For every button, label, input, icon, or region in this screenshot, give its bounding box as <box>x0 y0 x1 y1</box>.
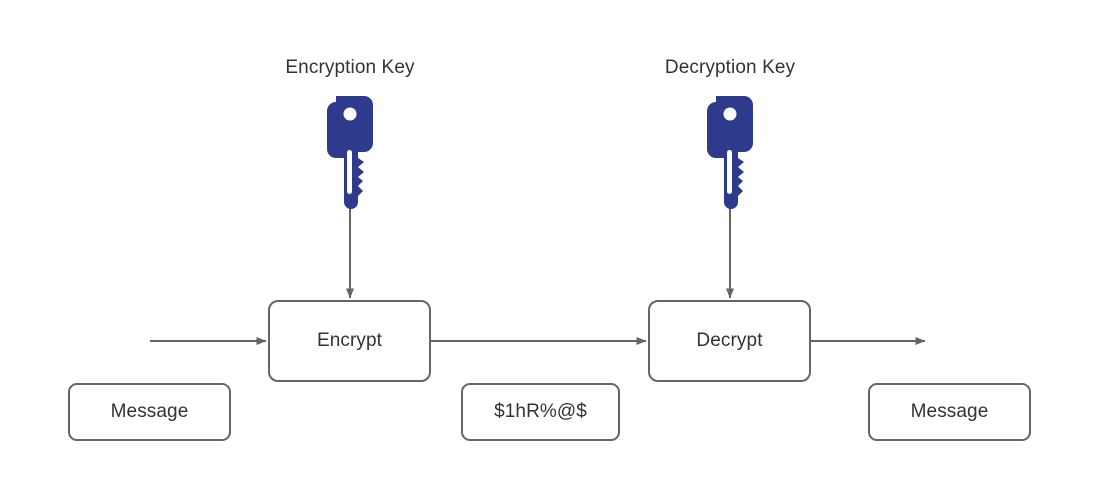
plaintext-output-label: Message <box>910 401 989 422</box>
encrypt-process-box[interactable]: Encrypt <box>268 300 431 382</box>
plaintext-input-box[interactable]: Message <box>68 383 231 441</box>
encryption-key-label: Encryption Key <box>285 57 415 78</box>
decryption-key-label: Decryption Key <box>664 57 796 78</box>
plaintext-output-box[interactable]: Message <box>868 383 1031 441</box>
plaintext-input-label: Message <box>110 401 189 422</box>
decrypt-process-label: Decrypt <box>696 330 763 351</box>
encrypt-process-label: Encrypt <box>316 330 383 351</box>
ciphertext-label: $1hR%@$ <box>494 401 587 422</box>
ciphertext-box[interactable]: $1hR%@$ <box>461 383 620 441</box>
decrypt-process-box[interactable]: Decrypt <box>648 300 811 382</box>
